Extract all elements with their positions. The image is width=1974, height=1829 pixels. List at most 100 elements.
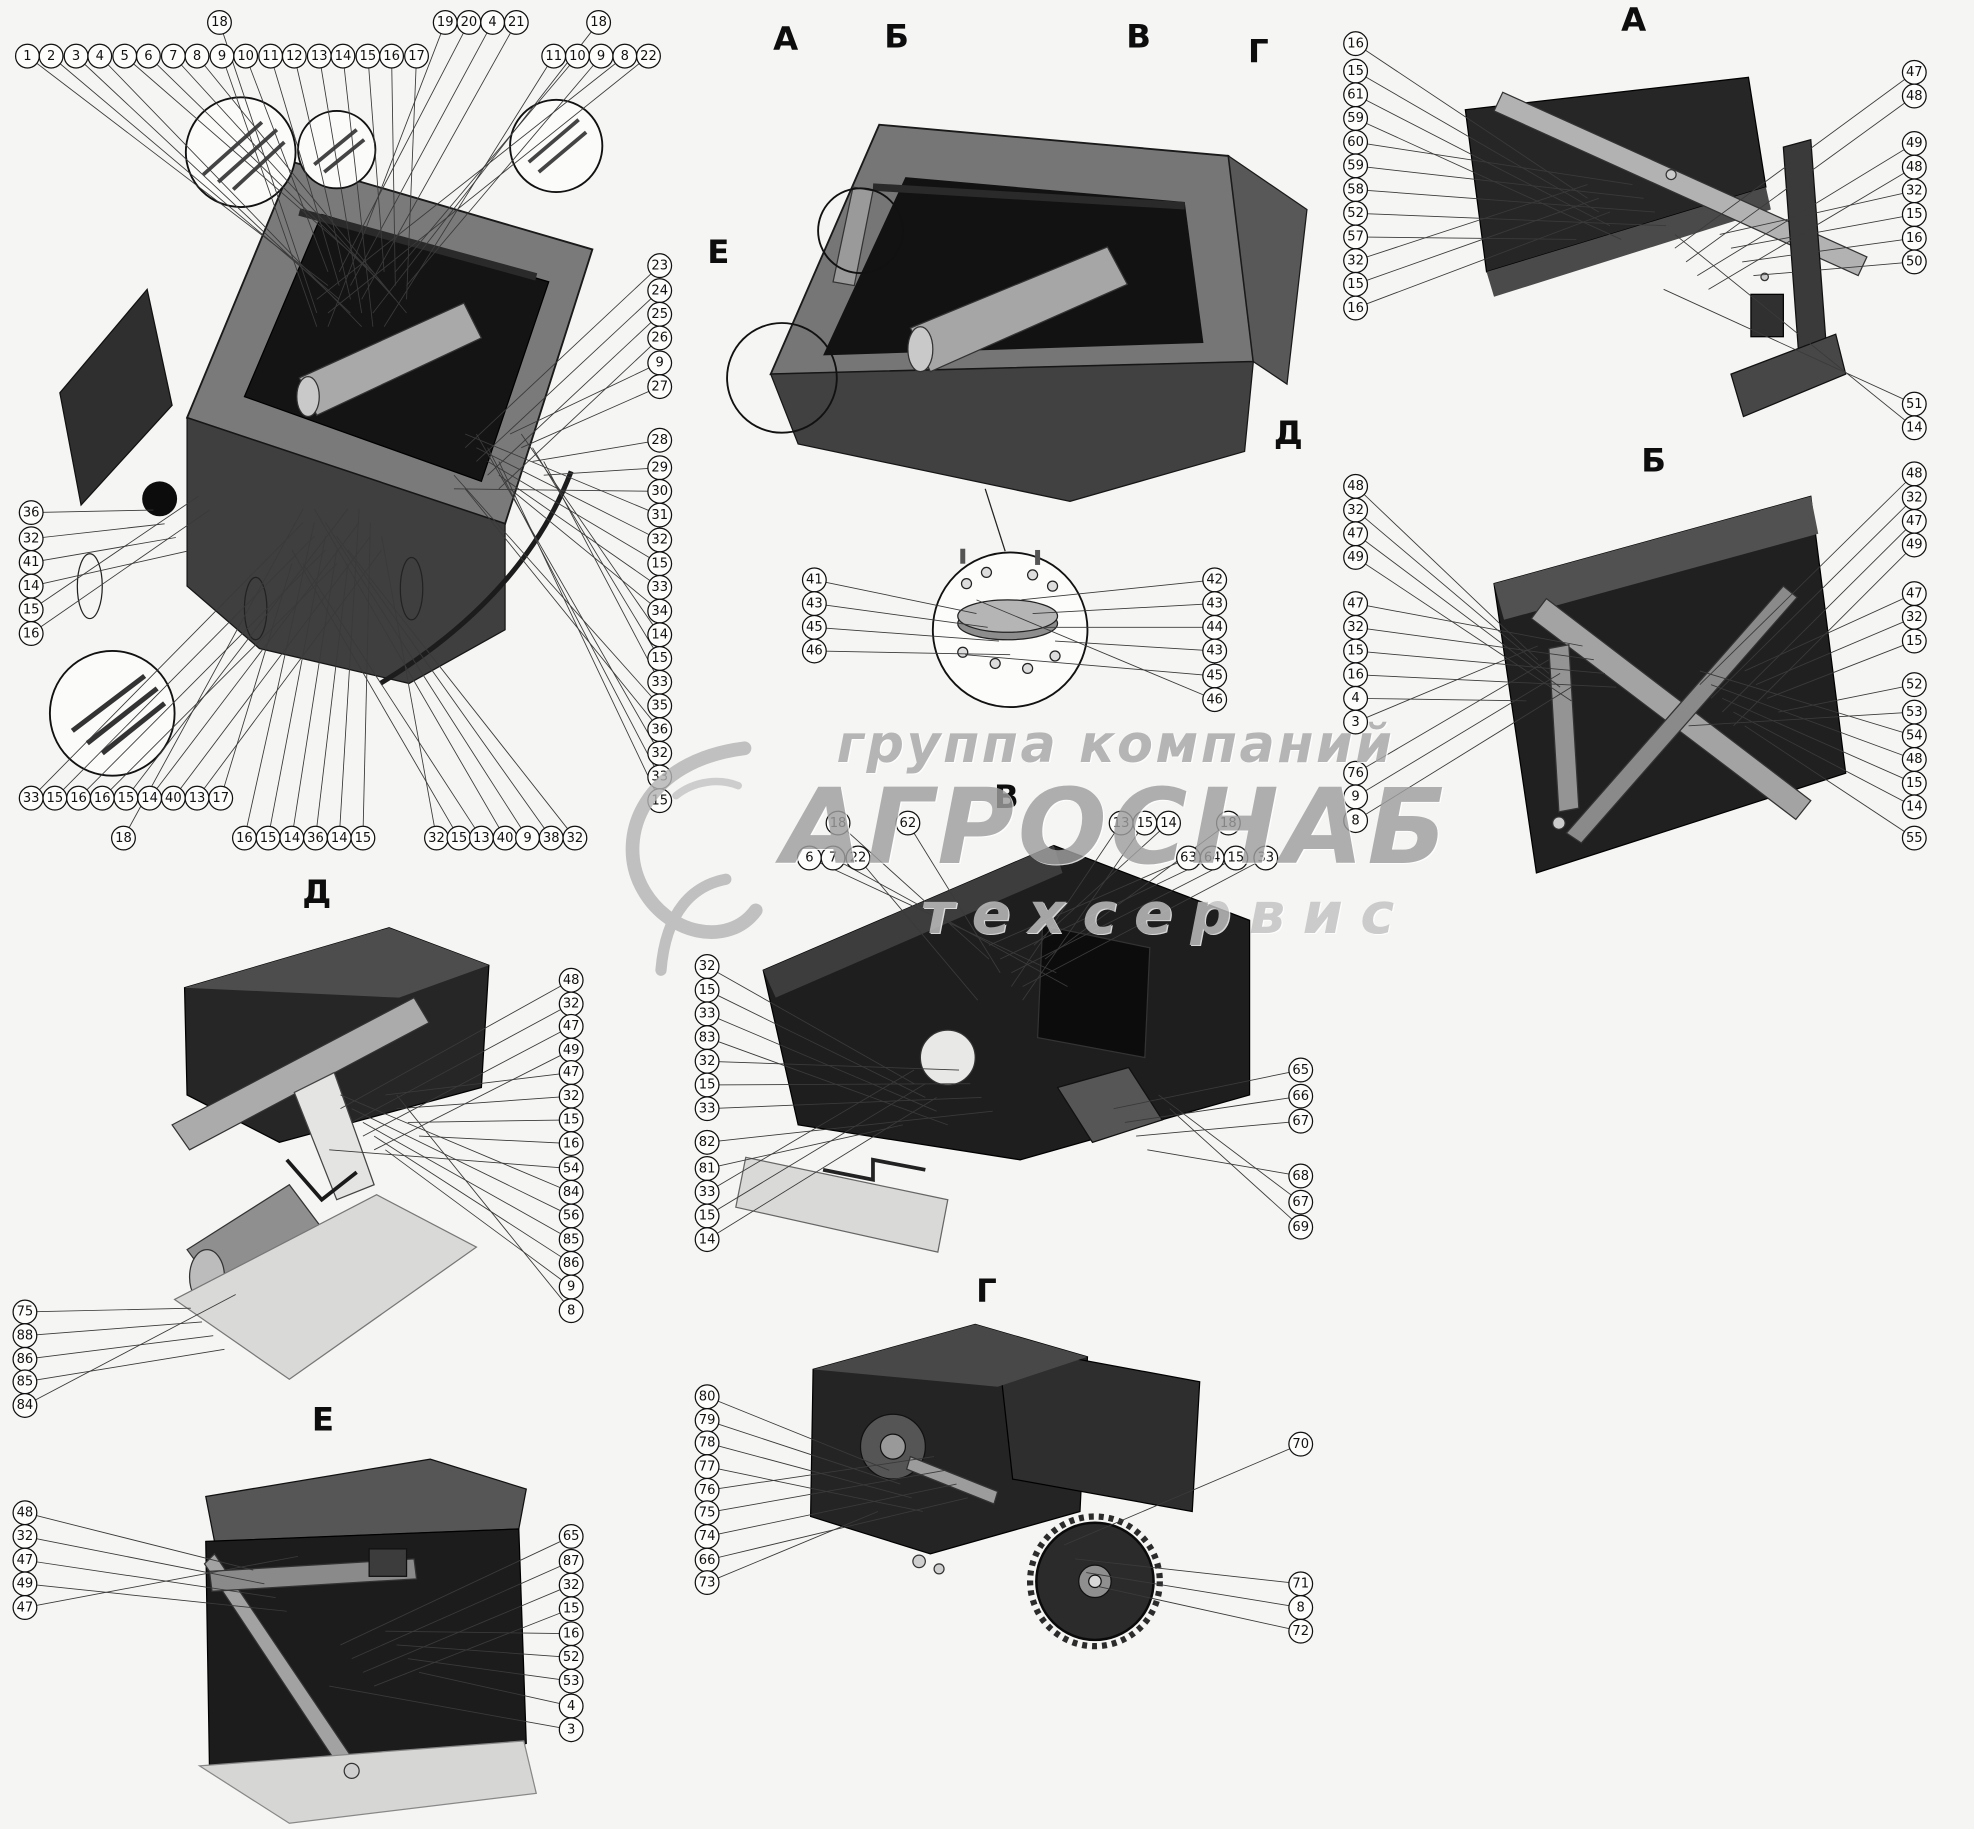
callout-8: 8	[612, 43, 638, 69]
callout-33: 33	[1253, 845, 1279, 871]
view-label-Е: Е	[707, 234, 730, 272]
callout-16: 16	[231, 825, 257, 851]
callout-66: 66	[1288, 1083, 1314, 1109]
callout-13: 13	[468, 825, 494, 851]
callout-18: 18	[110, 825, 136, 851]
callout-4: 4	[1343, 685, 1369, 711]
callout-26: 26	[647, 325, 673, 351]
callout-43: 43	[1202, 638, 1228, 664]
callout-81: 81	[694, 1156, 720, 1182]
callout-4: 4	[558, 1693, 584, 1719]
sprocket	[1026, 1513, 1163, 1650]
callout-33: 33	[694, 1179, 720, 1205]
callout-32: 32	[694, 1048, 720, 1074]
callout-18: 18	[1215, 810, 1241, 836]
callout-77: 77	[694, 1454, 720, 1480]
callout-47: 47	[1901, 581, 1927, 607]
detail-circle-1	[184, 96, 297, 208]
callout-47: 47	[1343, 591, 1369, 617]
view-label-В: В	[994, 779, 1019, 817]
callout-32: 32	[1901, 485, 1927, 511]
callout-33: 33	[18, 785, 44, 811]
callout-24: 24	[647, 278, 673, 304]
callout-13: 13	[184, 785, 210, 811]
view-label-Е: Е	[311, 1401, 335, 1440]
callout-86: 86	[558, 1250, 584, 1276]
callout-45: 45	[801, 614, 827, 640]
callout-48: 48	[1343, 473, 1369, 499]
callout-49: 49	[1901, 532, 1927, 558]
callout-14: 14	[326, 825, 352, 851]
callout-8: 8	[558, 1298, 584, 1324]
callout-32: 32	[424, 825, 449, 851]
callout-15: 15	[42, 785, 68, 811]
callout-14: 14	[647, 622, 673, 648]
callout-22: 22	[636, 43, 661, 69]
callout-15: 15	[558, 1596, 584, 1622]
callout-61: 61	[1343, 82, 1369, 108]
callout-49: 49	[1343, 544, 1369, 570]
callout-15: 15	[647, 551, 673, 577]
callout-47: 47	[558, 1060, 584, 1085]
callout-15: 15	[350, 825, 376, 851]
callout-65: 65	[558, 1523, 584, 1549]
figure-detail-E	[197, 1458, 538, 1824]
callout-82: 82	[694, 1129, 720, 1155]
callout-8: 8	[1288, 1595, 1314, 1620]
callout-14: 14	[1901, 415, 1927, 441]
callout-41: 41	[18, 549, 44, 575]
callout-9: 9	[558, 1274, 584, 1300]
view-label-А: А	[773, 21, 799, 59]
callout-42: 42	[1202, 567, 1228, 593]
callout-78: 78	[694, 1430, 720, 1456]
callout-16: 16	[558, 1131, 584, 1157]
callout-15: 15	[1343, 638, 1369, 664]
figure-detail-B	[1493, 495, 1847, 874]
callout-5: 5	[112, 43, 138, 69]
figure-overview	[726, 123, 1308, 709]
callout-53: 53	[1901, 699, 1927, 725]
callout-12: 12	[281, 43, 307, 69]
callout-36: 36	[647, 717, 673, 743]
view-label-Г: Г	[976, 1273, 997, 1311]
callout-3: 3	[63, 43, 89, 69]
callout-75: 75	[694, 1500, 720, 1526]
callout-19: 19	[432, 9, 458, 35]
callout-15: 15	[1901, 202, 1927, 227]
callout-21: 21	[503, 9, 529, 35]
callout-34: 34	[647, 598, 673, 624]
callout-6: 6	[796, 845, 822, 871]
callout-4: 4	[480, 9, 506, 35]
callout-16: 16	[379, 43, 405, 69]
callout-15: 15	[1132, 810, 1158, 836]
callout-47: 47	[12, 1547, 38, 1573]
callout-43: 43	[1202, 591, 1228, 617]
callout-8: 8	[184, 43, 210, 69]
callout-32: 32	[1343, 614, 1369, 640]
callout-72: 72	[1288, 1618, 1314, 1644]
callout-88: 88	[12, 1323, 38, 1349]
callout-16: 16	[89, 785, 115, 811]
callout-14: 14	[694, 1227, 720, 1253]
callout-32: 32	[1901, 178, 1927, 204]
callout-6: 6	[135, 43, 161, 69]
callout-7: 7	[160, 43, 186, 69]
callout-86: 86	[12, 1346, 38, 1372]
callout-79: 79	[694, 1407, 720, 1433]
callout-17: 17	[208, 785, 234, 811]
callout-15: 15	[694, 1072, 720, 1098]
callout-15: 15	[694, 977, 720, 1003]
callout-60: 60	[1343, 129, 1369, 155]
callout-33: 33	[647, 574, 673, 600]
callout-23: 23	[647, 253, 673, 279]
callout-33: 33	[647, 669, 673, 695]
callout-29: 29	[647, 455, 673, 481]
callout-16: 16	[1343, 31, 1369, 57]
callout-55: 55	[1901, 825, 1927, 851]
callout-52: 52	[558, 1644, 584, 1670]
callout-48: 48	[558, 967, 584, 993]
callout-33: 33	[694, 1096, 720, 1122]
callout-3: 3	[1343, 709, 1369, 735]
figure-detail-A	[1464, 76, 1868, 418]
